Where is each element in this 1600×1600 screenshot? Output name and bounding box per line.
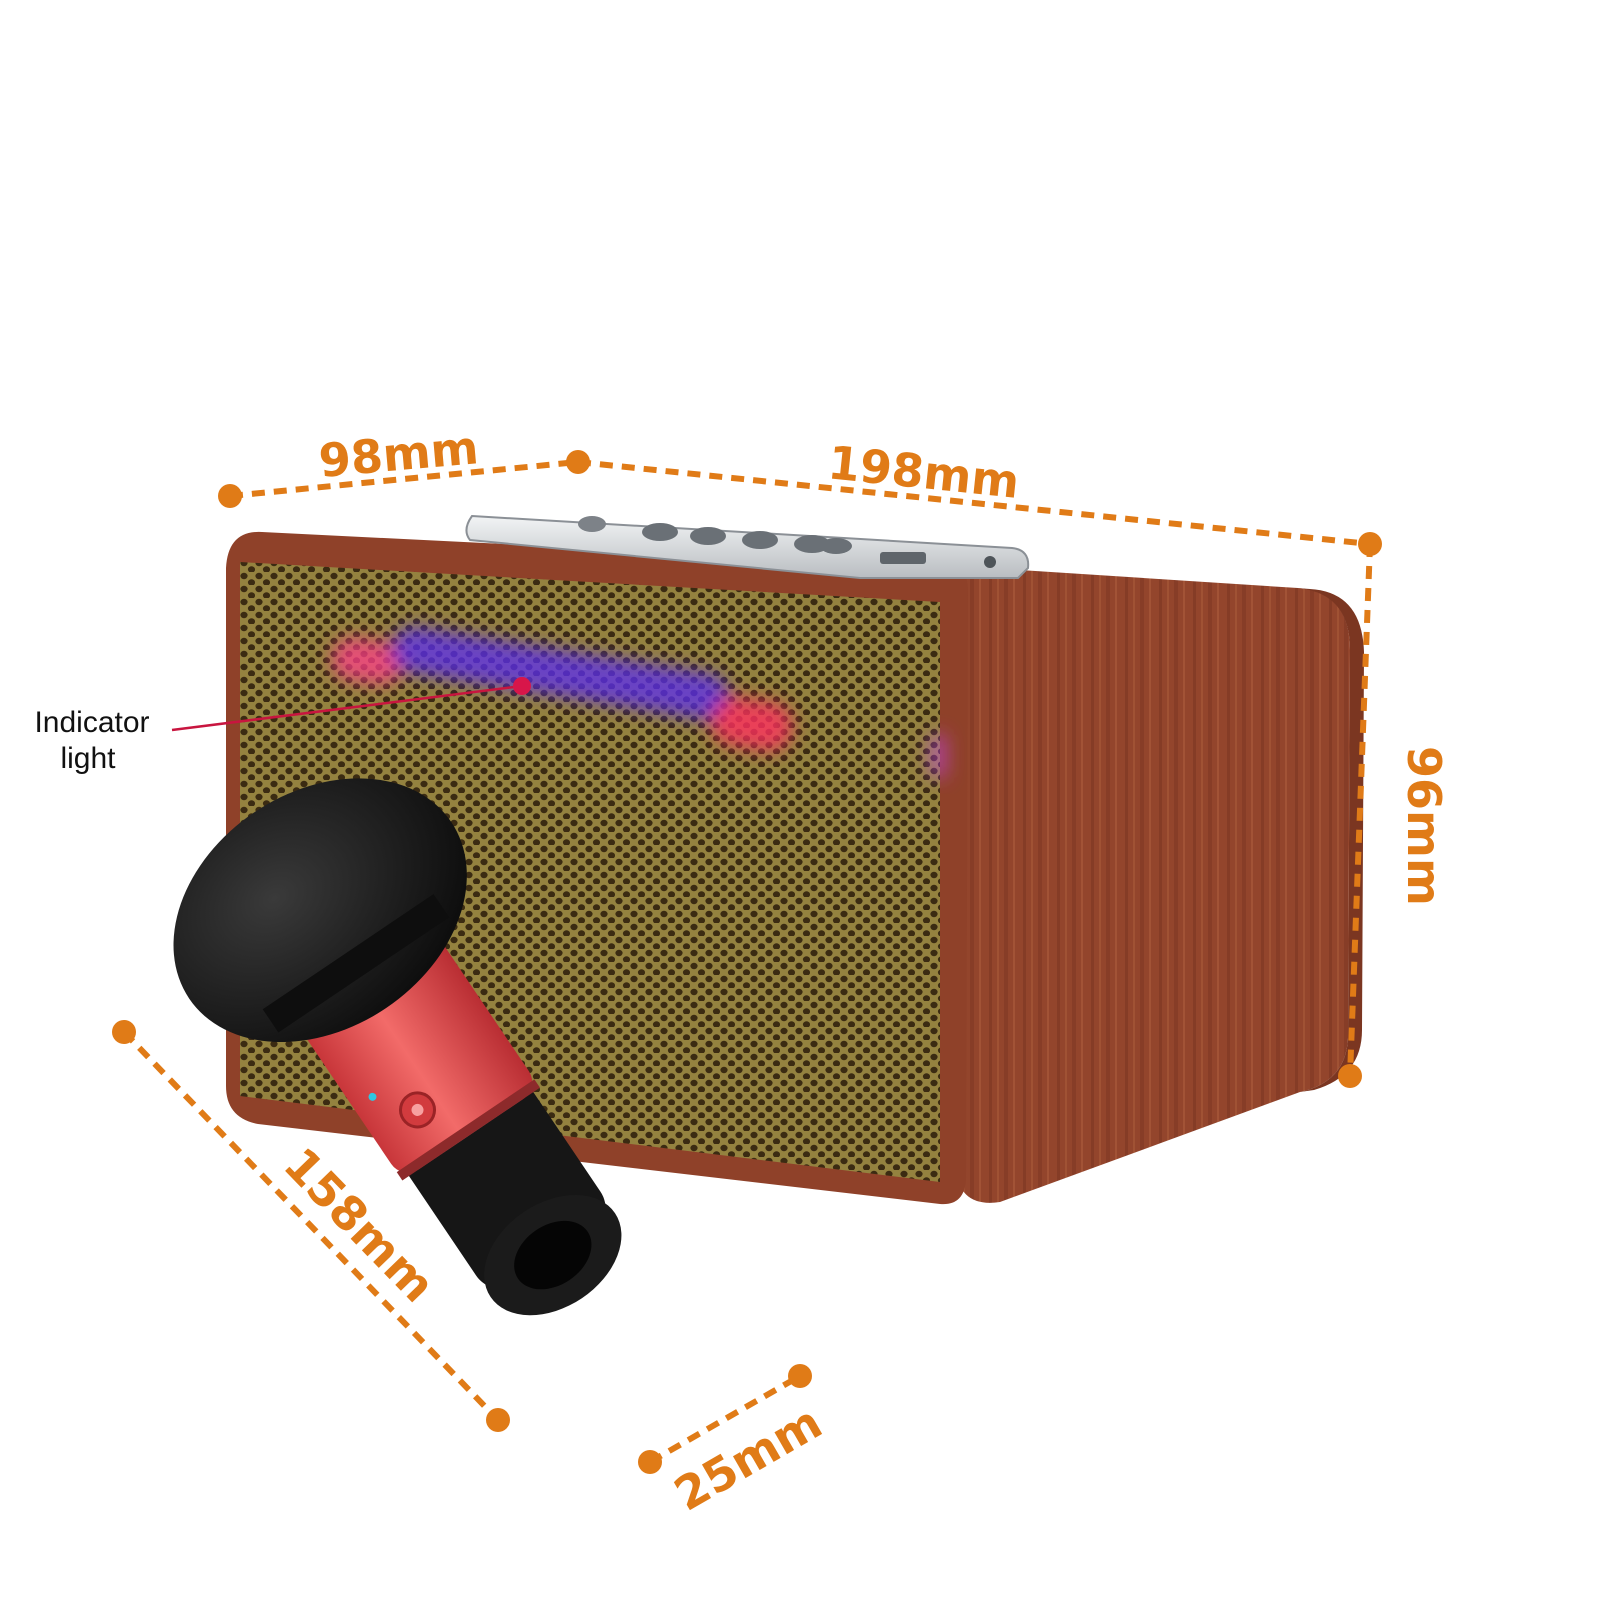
width-dimension-line (577, 459, 1371, 547)
mic-diameter-dimension-line (648, 1373, 802, 1465)
depth-label: 98mm (317, 420, 481, 488)
endpoint-dot (218, 484, 242, 508)
knob-icon (742, 531, 778, 549)
indicator-callout: Indicator light (34, 677, 531, 775)
mic-length-dimension-line (121, 1029, 501, 1423)
depth-dimension-line (229, 459, 579, 499)
speaker-side-edge (1296, 588, 1364, 1092)
indicator-light-glow (332, 626, 946, 778)
endpoint-dot (112, 1020, 136, 1044)
endpoint-dot (638, 1450, 662, 1474)
status-led-icon (368, 1092, 377, 1101)
top-control-panel (465, 514, 1030, 579)
endpoint-dot (1358, 532, 1382, 556)
endpoint-dot (566, 450, 590, 474)
mic-head (173, 778, 467, 1043)
endpoint-dot (486, 1408, 510, 1432)
usb-port-icon (880, 552, 926, 564)
height-label: 96mm (1397, 746, 1451, 906)
callout-dot (513, 677, 531, 695)
endpoint-dot (788, 1364, 812, 1388)
speaker-side-panel (956, 566, 1350, 1203)
knob-icon (690, 527, 726, 545)
knob-icon (578, 516, 606, 532)
dimension-lines (121, 459, 1373, 1465)
knob-icon (642, 523, 678, 541)
height-dimension-line (1347, 543, 1373, 1077)
callout-line (171, 684, 523, 732)
aux-port-icon (984, 556, 996, 568)
wireless-microphone (173, 778, 622, 1316)
knob-icon (820, 538, 852, 554)
callout-label-line1: Indicator (34, 706, 149, 739)
callout-label-line2: light (60, 742, 116, 775)
dimension-endpoints (112, 450, 1382, 1474)
mic-diameter-label: 25mm (665, 1395, 830, 1522)
width-label: 198mm (825, 435, 1021, 509)
endpoint-dot (1338, 1064, 1362, 1088)
